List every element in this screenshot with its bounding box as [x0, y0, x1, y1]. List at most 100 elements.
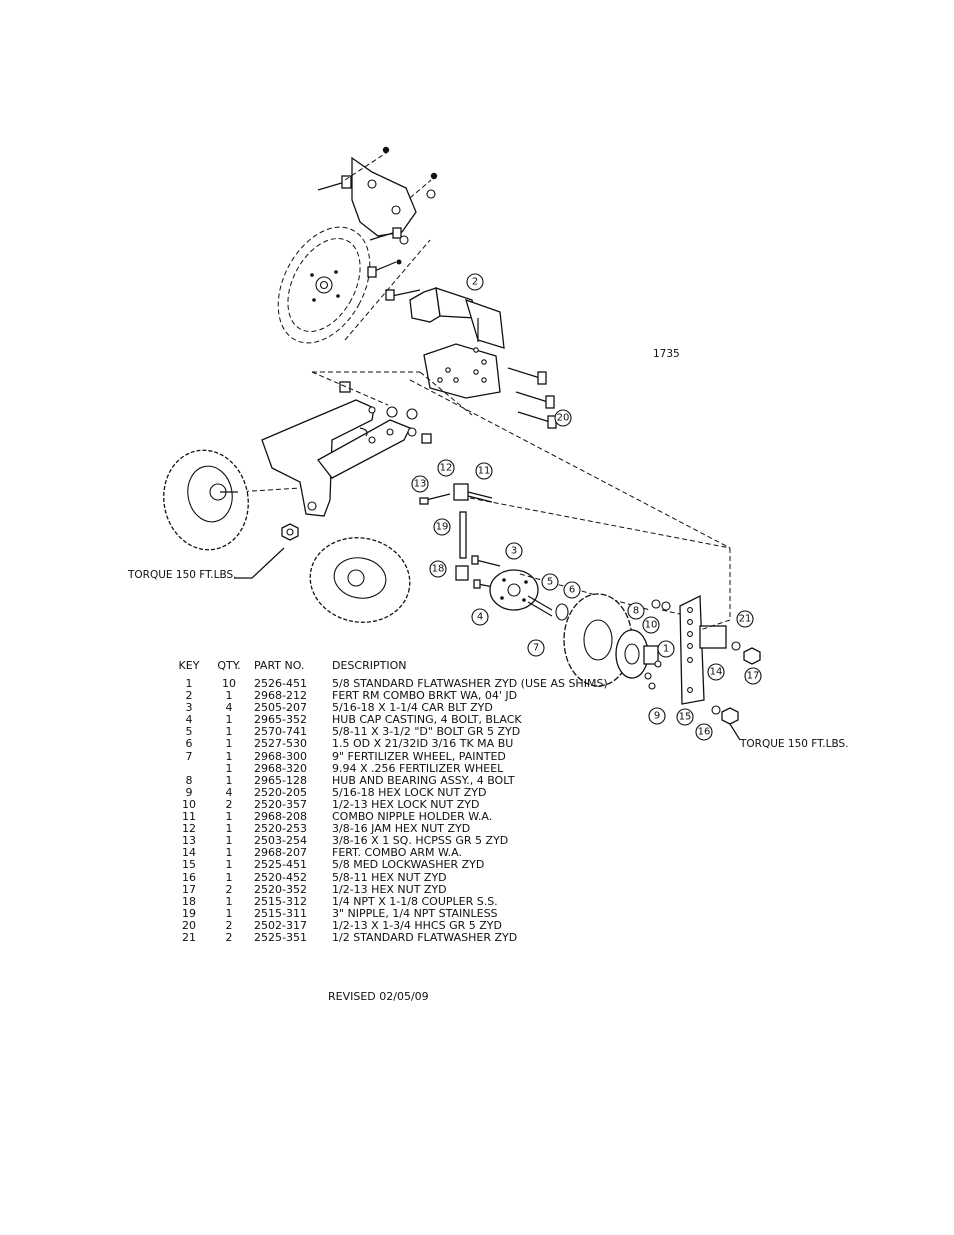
right-row-cleaner-wheel [309, 537, 411, 623]
svg-text:14: 14 [710, 667, 723, 678]
row-qty: 1 [225, 713, 233, 727]
callout-3: 3 [505, 542, 523, 560]
row-qty: 1 [225, 834, 233, 848]
row-key: 13 [182, 834, 196, 848]
row-part-no: 2525-451 [254, 858, 307, 872]
row-description: 1/2-13 X 1-3/4 HHCS GR 5 ZYD [332, 918, 502, 932]
row-qty: 1 [225, 870, 233, 884]
row-qty: 1 [225, 725, 233, 739]
row-part-no: 2526-451 [254, 677, 307, 690]
svg-text:5: 5 [547, 577, 553, 588]
row-description: COMBO NIPPLE HOLDER W.A. [332, 810, 493, 824]
row-qty: 1 [225, 906, 233, 920]
dashed-coulter-disc [277, 226, 371, 344]
row-key: 3 [185, 701, 193, 715]
upper-mount-bracket [317, 146, 438, 237]
row-description: 3/8-16 X 1 SQ. HCPSS GR 5 ZYD [332, 834, 509, 848]
parts-table-header: KEY QTY. PART NO. DESCRIPTION [170, 658, 672, 674]
row-part-no: 2502-317 [254, 918, 307, 932]
svg-text:20: 20 [557, 413, 570, 424]
row-qty: 1 [225, 689, 233, 703]
svg-text:17: 17 [747, 671, 760, 682]
row-description: 5/16-18 HEX LOCK NUT ZYD [332, 785, 487, 799]
row-description: 5/16-18 X 1-1/4 CAR BLT ZYD [332, 701, 493, 715]
row-qty: 1 [225, 858, 233, 872]
callout-4: 4 [471, 608, 489, 626]
callout-8: 8 [627, 602, 645, 620]
hub-and-bearing [615, 629, 662, 690]
row-qty: 2 [225, 918, 233, 932]
row-key: 1 [185, 677, 193, 690]
callout-21: 21 [736, 610, 754, 628]
row-qty: 1 [225, 894, 233, 908]
svg-text:12: 12 [440, 463, 453, 474]
header-part-no: PART NO. [254, 659, 305, 672]
row-description: 3" NIPPLE, 1/4 NPT STAINLESS [332, 906, 498, 920]
row-qty: 1 [225, 810, 233, 824]
callout-6: 6 [563, 581, 581, 599]
row-key: 19 [182, 906, 196, 920]
header-key: KEY [178, 659, 200, 672]
row-description: 5/8 STANDARD FLATWASHER ZYD (USE AS SHIM… [332, 677, 608, 690]
svg-text:21: 21 [739, 614, 752, 625]
row-description: 5/8-11 HEX NUT ZYD [332, 870, 447, 884]
row-part-no: 2515-311 [254, 906, 307, 920]
callout-16: 16 [695, 723, 713, 741]
row-part-no: 2968-300 [254, 749, 307, 763]
svg-text:3: 3 [511, 546, 517, 557]
fert-combo-bracket [409, 287, 505, 399]
row-part-no: 2968-207 [254, 846, 307, 860]
callout-5: 5 [541, 573, 559, 591]
callout-10: 10 [642, 616, 660, 634]
row-description: 1/2-13 HEX LOCK NUT ZYD [332, 797, 480, 811]
row-qty: 1 [225, 749, 233, 763]
row-part-no: 2503-254 [254, 834, 307, 848]
fertilizer-wheel [563, 593, 633, 687]
row-key: 7 [185, 749, 193, 763]
row-part-no: 2968-212 [254, 689, 307, 703]
svg-text:10: 10 [645, 620, 658, 631]
row-part-no: 2968-208 [254, 810, 307, 824]
svg-text:16: 16 [698, 727, 711, 738]
row-key: 17 [182, 882, 196, 896]
table-row: 13 1 2503-254 3/8-16 X 1 SQ. HCPSS GR 5 ZYD [170, 835, 672, 847]
left-torque-nut [234, 523, 299, 579]
row-key: 5 [185, 725, 193, 739]
row-description: HUB AND BEARING ASSY., 4 BOLT [332, 773, 515, 787]
row-qty: 10 [222, 677, 236, 690]
torque-label-left: TORQUE 150 FT.LBS. [127, 569, 237, 581]
callout-15: 15 [676, 708, 694, 726]
callout-11: 11 [475, 462, 493, 480]
row-part-no: 2968-320 [254, 761, 307, 775]
row-key: 10 [182, 797, 196, 811]
row-description: 1/4 NPT X 1-1/8 COUPLER S.S. [332, 894, 498, 908]
table-row: 19 1 2515-311 3" NIPPLE, 1/4 NPT STAINLESS [170, 906, 672, 920]
row-part-no: 2965-128 [254, 773, 307, 787]
row-key: 2 [185, 689, 193, 703]
svg-text:15: 15 [679, 712, 692, 723]
row-part-no: 2965-352 [254, 713, 307, 727]
row-part-no: 2520-205 [254, 785, 307, 799]
svg-text:19: 19 [436, 522, 449, 533]
combo-arm [651, 594, 761, 741]
row-key: 14 [182, 846, 196, 860]
disc-bolts [344, 227, 431, 341]
row-description: 1/2-13 HEX NUT ZYD [332, 882, 447, 896]
svg-text:2: 2 [472, 277, 478, 288]
nipple-holder-assembly [409, 379, 731, 620]
